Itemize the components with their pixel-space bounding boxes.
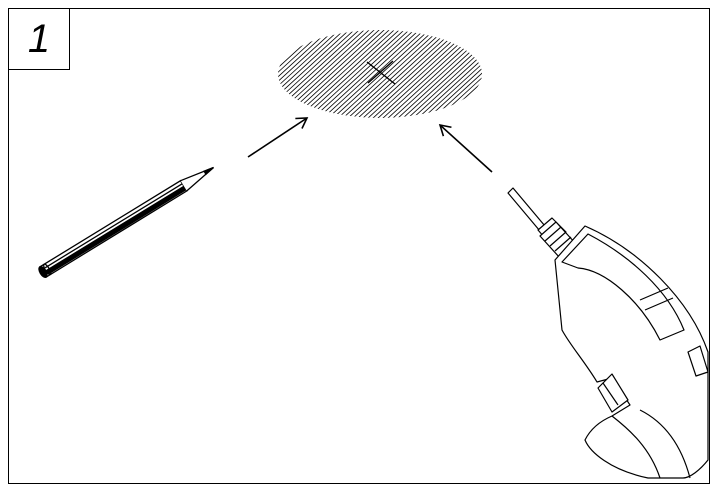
hatch-line [278, 30, 371, 118]
hatch-line [278, 30, 386, 118]
hatch-line [278, 30, 336, 118]
hatch-line [409, 30, 482, 118]
hatch-line [278, 30, 351, 118]
hatch-line [324, 30, 446, 118]
hatch-line [414, 30, 482, 118]
hatched-mark-area [278, 30, 482, 118]
hatch-line [278, 30, 316, 118]
hatch-line [454, 30, 482, 118]
pencil-icon [38, 166, 214, 279]
hatch-line [439, 30, 482, 118]
hatch-line [278, 30, 391, 118]
hatch-line [278, 30, 361, 118]
step-number: 1 [27, 17, 51, 61]
hatch-line [278, 30, 326, 118]
hatch-line [374, 30, 482, 118]
hatch-line [278, 30, 356, 118]
hatch-line [304, 30, 426, 118]
hatch-line [449, 30, 482, 118]
hatch-line [394, 30, 482, 118]
hatch-line [334, 30, 456, 118]
hatch-line [339, 30, 461, 118]
hatch-line [278, 30, 366, 118]
hatch-line [284, 30, 406, 118]
step-number-box: 1 [8, 8, 70, 70]
target-mark-icon [366, 60, 396, 85]
hatch-line [444, 30, 482, 118]
hatch-line [289, 30, 411, 118]
hatch-line [278, 30, 346, 118]
drill-arrow-icon [438, 123, 493, 173]
hatch-line [399, 30, 482, 118]
hatch-line [319, 30, 441, 118]
hatch-line [344, 30, 466, 118]
pencil-arrow-icon [247, 117, 309, 158]
hatch-line [369, 30, 482, 118]
hatch-line [404, 30, 482, 118]
hatch-line [278, 30, 301, 118]
hatch-line [389, 30, 482, 118]
hatch-line [278, 30, 376, 118]
drill-icon [507, 187, 709, 479]
hatch-line [278, 30, 306, 118]
hatch-line [314, 30, 436, 118]
hatch-line [434, 30, 482, 118]
hatch-line [278, 30, 321, 118]
hatch-line [459, 30, 482, 118]
hatch-line [379, 30, 482, 118]
hatch-line [349, 30, 471, 118]
hatch-line [309, 30, 431, 118]
hatch-line [278, 30, 341, 118]
hatch-line [278, 30, 381, 118]
hatch-line [278, 30, 311, 118]
hatch-line [424, 30, 482, 118]
hatch-line [429, 30, 482, 118]
hatch-line [299, 30, 421, 118]
hatch-line [419, 30, 482, 118]
hatch-line [329, 30, 451, 118]
hatch-line [294, 30, 416, 118]
hatch-line [354, 30, 476, 118]
hatch-line [279, 30, 401, 118]
hatch-line [384, 30, 482, 118]
hatch-line [278, 30, 331, 118]
